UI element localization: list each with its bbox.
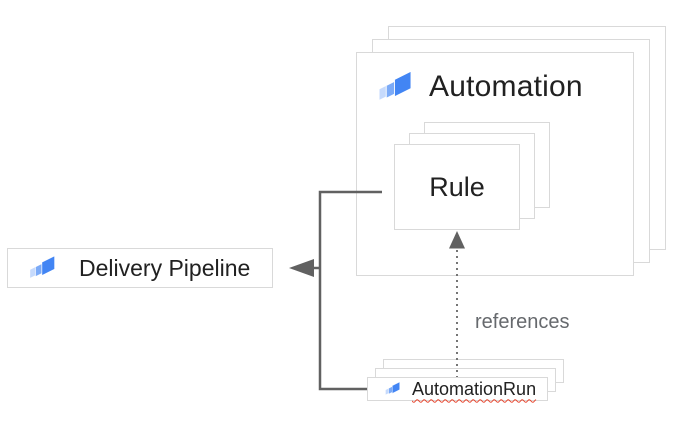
automation-label: Automation xyxy=(429,70,583,103)
automation-run-card: AutomationRun xyxy=(367,377,548,401)
rule-label: Rule xyxy=(429,171,485,202)
cloud-deploy-icon xyxy=(379,70,412,101)
delivery-pipeline-node: Delivery Pipeline xyxy=(7,248,273,288)
automation-header: Automation xyxy=(378,68,583,106)
arrowhead-left-icon xyxy=(289,259,314,277)
cloud-deploy-icon xyxy=(29,255,56,279)
delivery-pipeline-label: Delivery Pipeline xyxy=(79,254,251,281)
cloud-deploy-icon xyxy=(385,381,400,395)
automation-run-label: AutomationRun xyxy=(412,378,537,399)
references-label: references xyxy=(475,311,570,333)
rule-card: Rule xyxy=(394,144,520,230)
